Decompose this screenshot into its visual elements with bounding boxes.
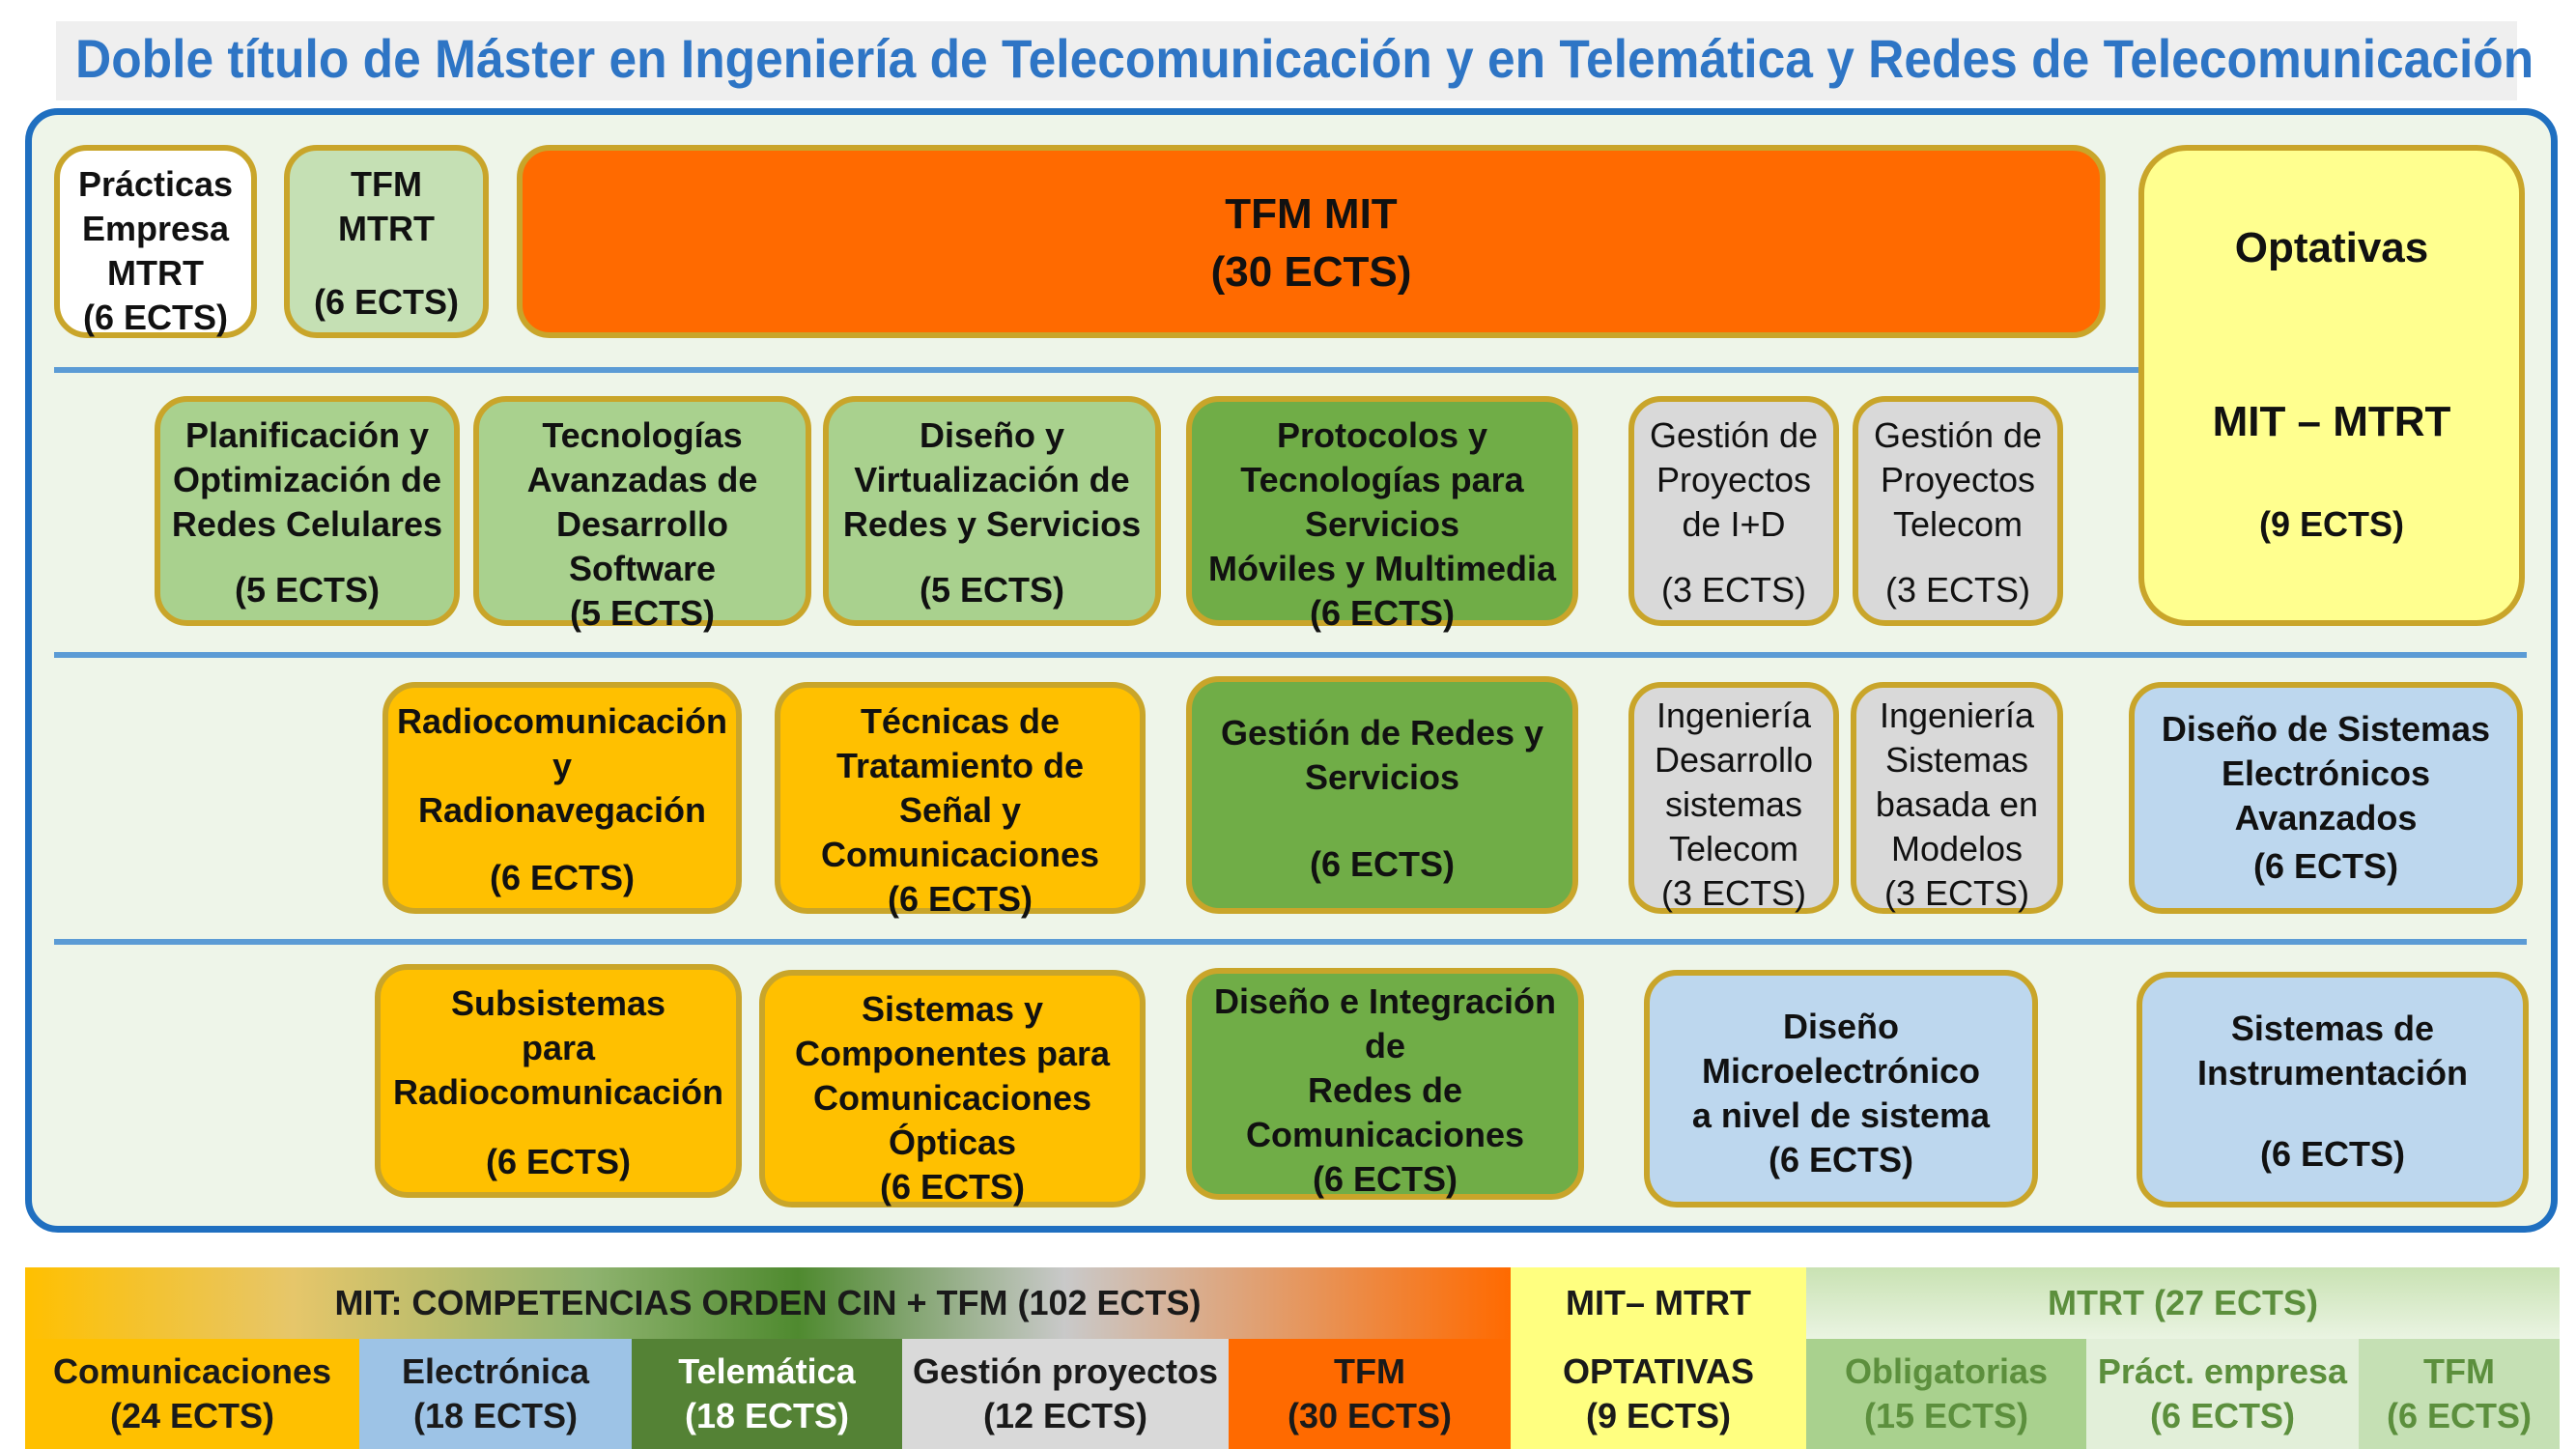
course-box: Gestión de Proyectos Telecom (3 ECTS) <box>1853 396 2063 626</box>
course-name: Gestión de Proyectos de I+D <box>1649 415 1819 544</box>
course-ects: (6 ECTS) <box>1768 1140 1913 1179</box>
legend-electronica: Electrónica (18 ECTS) <box>359 1339 632 1449</box>
course-ects: (6 ECTS) <box>2259 1134 2405 1174</box>
legend-practicas-empresa: Práct. empresa (6 ECTS) <box>2086 1339 2359 1449</box>
legend-gestion-proyectos: Gestión proyectos (12 ECTS) <box>902 1339 1229 1449</box>
course-box: Tecnologías Avanzadas de Desarrollo Soft… <box>473 396 811 633</box>
course-box: Gestión de Proyectos de I+D (3 ECTS) <box>1628 396 1839 626</box>
course-ects: (6 ECTS) <box>1312 1159 1458 1199</box>
course-ects: (6 ECTS) <box>489 858 635 897</box>
course-name: Diseño e Integración de Redes de Comunic… <box>1213 981 1557 1154</box>
course-box: Protocolos y Tecnologías para Servicios … <box>1186 396 1578 633</box>
legend-optativas: OPTATIVAS (9 ECTS) <box>1511 1339 1806 1449</box>
course-name: Sistemas de Instrumentación <box>2196 1009 2469 1093</box>
legend-obligatorias: Obligatorias (15 ECTS) <box>1806 1339 2086 1449</box>
course-ects: (6 ECTS) <box>1309 844 1455 884</box>
course-box: Diseño Microelectrónico a nivel de siste… <box>1644 970 2038 1208</box>
course-box: Técnicas de Tratamiento de Señal y Comun… <box>775 682 1146 919</box>
course-box: Sistemas y Componentes para Comunicacion… <box>759 970 1146 1208</box>
legend-tfm-mit: TFM (30 ECTS) <box>1229 1339 1511 1449</box>
course-ects: (3 ECTS) <box>1884 570 2030 610</box>
title-bar <box>56 21 2517 100</box>
course-name: Diseño de Sistemas Electrónicos Avanzado… <box>2161 709 2491 838</box>
course-name: Planificación y Optimización de Redes Ce… <box>171 415 443 544</box>
practicas-empresa-mtrt-box: Prácticas Empresa MTRT (6 ECTS) <box>54 145 257 338</box>
course-ects: (3 ECTS) <box>1660 570 1806 610</box>
optativas-mit-mtrt-label: MIT – MTRT <box>2212 398 2451 445</box>
tfm-mtrt-box: TFM MTRT (6 ECTS) <box>284 145 489 338</box>
course-box: Ingeniería Desarrollo sistemas Telecom (… <box>1628 682 1839 914</box>
course-name: Ingeniería Desarrollo sistemas Telecom <box>1654 696 1814 868</box>
course-box: Diseño de Sistemas Electrónicos Avanzado… <box>2129 682 2523 914</box>
course-ects: (6 ECTS) <box>82 298 228 337</box>
course-ects: (5 ECTS) <box>569 593 715 633</box>
course-ects: (6 ECTS) <box>1309 593 1455 633</box>
course-box: Gestión de Redes y Servicios (6 ECTS) <box>1186 676 1578 914</box>
course-name: Subsistemas para Radiocomunicación <box>392 983 724 1112</box>
optativas-ects: (9 ECTS) <box>2258 504 2404 544</box>
course-name: Ingeniería Sistemas basada en Modelos <box>1875 696 2039 868</box>
course-ects: (5 ECTS) <box>919 570 1064 610</box>
course-box: Sistemas de Instrumentación (6 ECTS) <box>2137 972 2529 1208</box>
row-separator-3 <box>54 939 2527 945</box>
course-name: TFM MIT <box>1225 190 1398 238</box>
row-separator-2 <box>54 652 2527 658</box>
course-box: Subsistemas para Radiocomunicación (6 EC… <box>375 964 742 1198</box>
course-name: Técnicas de Tratamiento de Señal y Comun… <box>820 701 1100 874</box>
legend-tfm-mtrt: TFM (6 ECTS) <box>2359 1339 2560 1449</box>
course-ects: (6 ECTS) <box>887 879 1033 919</box>
course-name: Protocolos y Tecnologías para Servicios … <box>1207 415 1557 588</box>
course-name: Diseño Microelectrónico a nivel de siste… <box>1691 1007 1991 1135</box>
row-separator-1 <box>54 367 2469 373</box>
optativas-label: Optativas <box>2234 224 2429 271</box>
course-box: Ingeniería Sistemas basada en Modelos (3… <box>1851 682 2063 914</box>
course-ects: (30 ECTS) <box>1210 248 1412 296</box>
course-box: Diseño y Virtualización de Redes y Servi… <box>823 396 1161 626</box>
legend-mit-header: MIT: COMPETENCIAS ORDEN CIN + TFM (102 E… <box>25 1267 1511 1339</box>
course-name: Gestión de Redes y Servicios <box>1220 713 1544 797</box>
optativas-box <box>2138 145 2525 626</box>
course-box: Radiocomunicación y Radionavegación (6 E… <box>382 682 742 914</box>
page-title: Doble título de Máster en Ingeniería de … <box>75 28 2534 89</box>
tfm-mit-box: TFM MIT (30 ECTS) <box>517 145 2106 338</box>
legend-telematica: Telemática (18 ECTS) <box>632 1339 902 1449</box>
course-name: Sistemas y Componentes para Comunicacion… <box>794 989 1111 1162</box>
course-name: Gestión de Proyectos Telecom <box>1873 415 2043 544</box>
course-name: TFM MTRT <box>338 164 435 248</box>
legend-comunicaciones: Comunicaciones (24 ECTS) <box>25 1339 359 1449</box>
course-ects: (6 ECTS) <box>2252 846 2398 886</box>
course-ects: (3 ECTS) <box>1883 873 2029 913</box>
course-name: Prácticas Empresa MTRT <box>77 164 234 293</box>
course-box: Planificación y Optimización de Redes Ce… <box>155 396 460 626</box>
legend-mtrt-header: MTRT (27 ECTS) <box>1806 1267 2560 1339</box>
course-name: Diseño y Virtualización de Redes y Servi… <box>842 415 1142 544</box>
course-ects: (3 ECTS) <box>1660 873 1806 913</box>
course-ects: (5 ECTS) <box>234 570 380 610</box>
legend-mit-mtrt-header: MIT– MTRT <box>1511 1267 1806 1339</box>
course-name: Radiocomunicación y Radionavegación <box>396 701 728 830</box>
course-ects: (6 ECTS) <box>485 1142 631 1181</box>
course-ects: (6 ECTS) <box>879 1167 1025 1207</box>
course-ects: (6 ECTS) <box>313 282 459 322</box>
course-name: Tecnologías Avanzadas de Desarrollo Soft… <box>526 415 758 588</box>
course-box: Diseño e Integración de Redes de Comunic… <box>1186 968 1584 1200</box>
